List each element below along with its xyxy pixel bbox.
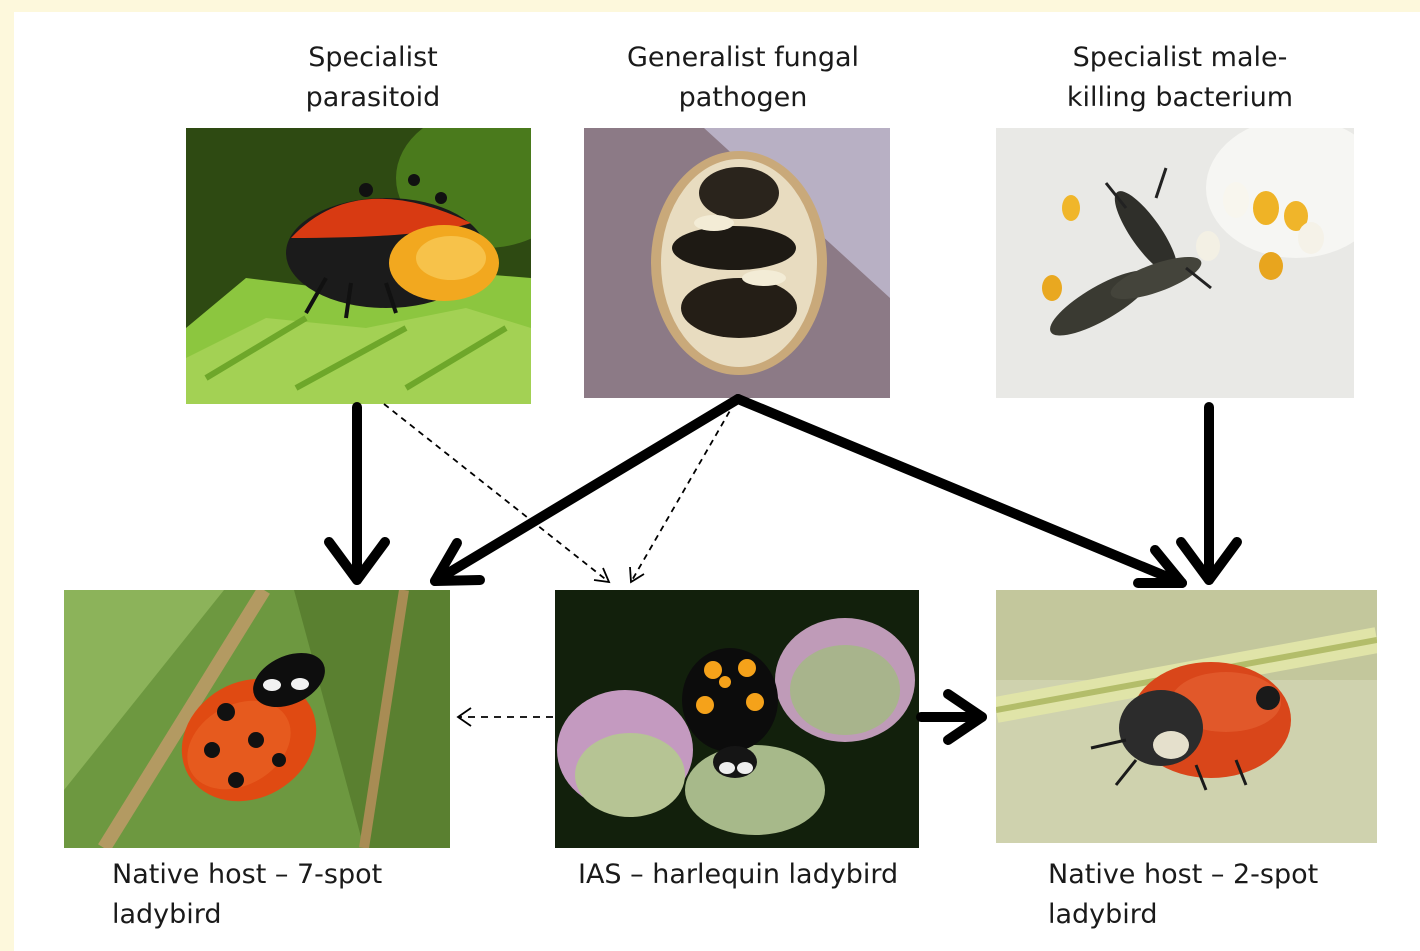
label-ias-harlequin: IAS – harlequin ladybird (578, 855, 918, 895)
seven-spot-ladybird-photo (64, 590, 450, 848)
label-generalist-fungal-pathogen: Generalist fungal pathogen (598, 38, 888, 118)
label-male-killing-bacterium: Specialist male- killing bacterium (1040, 38, 1320, 118)
fungus-infected-ladybird-photo (584, 128, 890, 398)
ladybird-with-parasitoid-cocoon-photo (186, 128, 531, 404)
label-native-host-7-spot: Native host – 7-spot ladybird (112, 855, 432, 935)
two-spot-ladybird-photo (996, 590, 1377, 843)
label-specialist-parasitoid: Specialist parasitoid (258, 38, 488, 118)
ladybird-larvae-and-eggs-photo (996, 128, 1354, 398)
harlequin-ladybird-on-thistle-photo (555, 590, 919, 848)
label-native-host-2-spot: Native host – 2-spot ladybird (1048, 855, 1368, 935)
